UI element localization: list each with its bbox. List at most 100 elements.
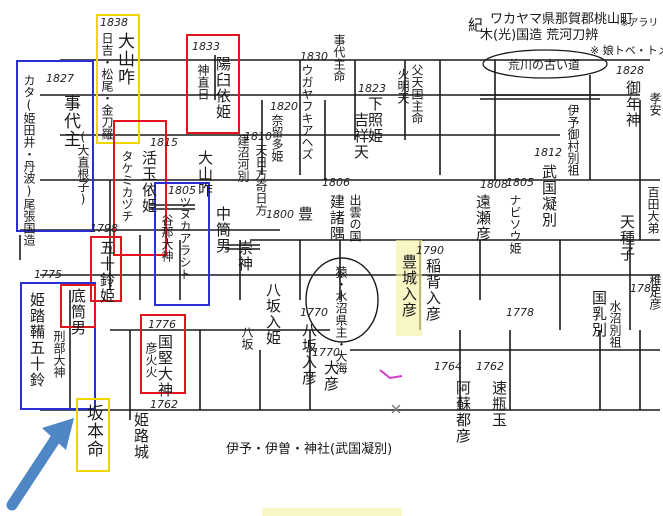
col-nakatsutsu: 中筒男 bbox=[214, 206, 232, 254]
col-hayamika: 速瓶玉 bbox=[490, 380, 508, 428]
col-kichijo: 吉祥天 bbox=[352, 112, 370, 160]
col-asotsuhiko: 阿蘇都彦 bbox=[454, 380, 472, 444]
person-tsunuga-sub: 谷那大神 bbox=[160, 214, 174, 262]
year-c27: 1780 bbox=[630, 282, 658, 295]
col-shitateru: 下照姫 bbox=[366, 96, 384, 144]
box-blue-kotoshiro bbox=[16, 60, 94, 232]
header-kanji-mark: 紀 bbox=[468, 16, 484, 34]
box-red-hikage bbox=[186, 34, 240, 134]
col-mitoshi: 御年神 bbox=[624, 80, 642, 128]
col-minuma: 水沼別祖 bbox=[608, 300, 622, 348]
year-hikage: 1833 bbox=[192, 40, 220, 53]
circled-note: 猿・水沼県主・大海 bbox=[334, 266, 348, 374]
year-c6: 1806 bbox=[322, 176, 350, 189]
year-c21: 1812 bbox=[534, 146, 562, 159]
col-wakatarashi: 稚足彦 bbox=[648, 274, 662, 310]
col-ugaya: ウガヤフキアヘズ bbox=[300, 64, 314, 160]
person-hikage-sub: 神直日 bbox=[196, 64, 210, 100]
col-koan: 孝安 bbox=[648, 92, 662, 116]
col-izumo: 出雲の国 bbox=[348, 194, 362, 242]
person-himetatara: 姫踏鞴五十鈴 bbox=[28, 292, 46, 388]
person-tsunuga: ツヌカアラシト bbox=[178, 196, 192, 280]
col-yasakairihiko: 八坂入彦 bbox=[300, 322, 318, 386]
year-c14: 1770 bbox=[300, 306, 328, 319]
year-c0: 1830 bbox=[300, 50, 328, 63]
person-sakamoto: 坂本命 bbox=[83, 404, 103, 458]
year-kotoshiro: 1827 bbox=[46, 72, 74, 85]
col-iyomimura: 伊予御村別祖 bbox=[566, 104, 580, 176]
person-ikutama: 活玉依姫 bbox=[140, 150, 158, 214]
person-oyamakui-sub: 日吉・松尾・金刀羅 bbox=[100, 32, 114, 140]
col-toyo: 豊 bbox=[296, 206, 314, 222]
col-amenohikata: 天日方奇日方 bbox=[254, 144, 268, 216]
year-himetatara: 1775 bbox=[34, 268, 62, 281]
col-takenuna: 建沼河別 bbox=[236, 134, 250, 182]
col-kunichi: 国乳別 bbox=[590, 290, 608, 338]
person-kunikata: 国堅大神 bbox=[156, 334, 174, 398]
person-kata: カタ(姫田井・丹波)尾張国造 bbox=[22, 74, 36, 246]
col-takemorosumi: 建諸隅 bbox=[328, 194, 346, 242]
year-c23: 1828 bbox=[616, 64, 644, 77]
year-c17: 1790 bbox=[416, 244, 444, 257]
pink-mark bbox=[379, 369, 403, 380]
year-c9: 1810 bbox=[244, 130, 272, 143]
year-c15: 1770 bbox=[312, 346, 340, 359]
person-hikohoho: 彦火火 bbox=[144, 342, 158, 378]
col-toyokiiri: 豊城入彦 bbox=[400, 254, 418, 318]
col-kotoshironushi: 事代主命 bbox=[332, 34, 346, 82]
pointer-arrow-icon bbox=[6, 418, 74, 511]
box-yellow-oyamakui bbox=[96, 14, 140, 144]
person-kotoshiro-sub: (大直根子) bbox=[76, 130, 90, 206]
year-c31: 1762 bbox=[476, 360, 504, 373]
header-note-to: ※ 娘トベ・トメ bbox=[590, 44, 663, 57]
bottom-note: 伊予・伊曽・神社(武国凝別) bbox=[226, 442, 393, 457]
col-chichi: 父天国主命 bbox=[410, 64, 424, 124]
col-tose: 遠瀬彦 bbox=[474, 194, 492, 242]
box-red-ikutama bbox=[113, 120, 167, 256]
col-takekuni: 武国凝別 bbox=[540, 164, 558, 228]
col-inase: 稲背入彦 bbox=[424, 258, 442, 322]
year-c19: 1808 bbox=[480, 178, 508, 191]
box-purple-tsunuga bbox=[154, 182, 210, 306]
year-c8: 1820 bbox=[270, 100, 298, 113]
year-tsunuga: 1805 bbox=[168, 184, 196, 197]
year-c30: 1764 bbox=[434, 360, 462, 373]
person-himeji: 姫路城 bbox=[132, 412, 150, 460]
box-yellow-sakamoto bbox=[76, 398, 110, 472]
col-momota: 百田大弟 bbox=[646, 186, 660, 234]
year-isuzu: 1798 bbox=[90, 222, 118, 235]
col-yasakairihime: 八坂入姫 bbox=[264, 282, 282, 346]
box-red-sokotsutsu bbox=[60, 284, 96, 328]
person-isuzu: 五十鈴姫 bbox=[98, 240, 116, 304]
circled-note-outline bbox=[305, 257, 379, 343]
col-nabisou: ナビソウ姫 bbox=[508, 194, 522, 254]
col-amenotaneko: 天種子 bbox=[618, 214, 636, 262]
year-ikutama: 1815 bbox=[150, 136, 178, 149]
year-kunikata: 1776 bbox=[148, 318, 176, 331]
col-sujin: 崇神 bbox=[236, 240, 254, 272]
header-circled-title: 荒川の古い道 bbox=[508, 58, 581, 72]
year-c20: 1805 bbox=[506, 176, 534, 189]
year-himeji: 1762 bbox=[150, 398, 178, 411]
year-oyamakui: 1838 bbox=[100, 16, 128, 29]
box-red-isuzu bbox=[90, 236, 122, 302]
col-narutahime: 奈留多姫 bbox=[270, 114, 284, 162]
highlight-marker bbox=[396, 240, 422, 336]
person-himetatara-sub: 刑部大神 bbox=[52, 330, 66, 378]
person-takemika: タケミカヅチ bbox=[120, 150, 134, 222]
year-c11: 1800 bbox=[266, 208, 294, 221]
header-circle-outline bbox=[482, 49, 608, 79]
highlight-marker-bottom bbox=[262, 508, 402, 516]
person-kotoshiro: 事代主 bbox=[60, 94, 80, 148]
header-line2: 木(光)国造 荒河刀辨 bbox=[480, 28, 599, 43]
col-yasaka: 八坂 bbox=[240, 326, 254, 350]
col-hoakari: 火明天 bbox=[396, 68, 410, 104]
box-blue-himetatara bbox=[20, 282, 96, 410]
col-ohiko: 大彦 bbox=[322, 360, 340, 392]
box-red-kunikata bbox=[140, 314, 186, 394]
person-hikage: 陽臼依姫 bbox=[214, 56, 232, 120]
col-oyamakui-2: 大山咋 bbox=[196, 150, 214, 198]
person-sokotsutsu: 底筒男 bbox=[69, 288, 87, 336]
